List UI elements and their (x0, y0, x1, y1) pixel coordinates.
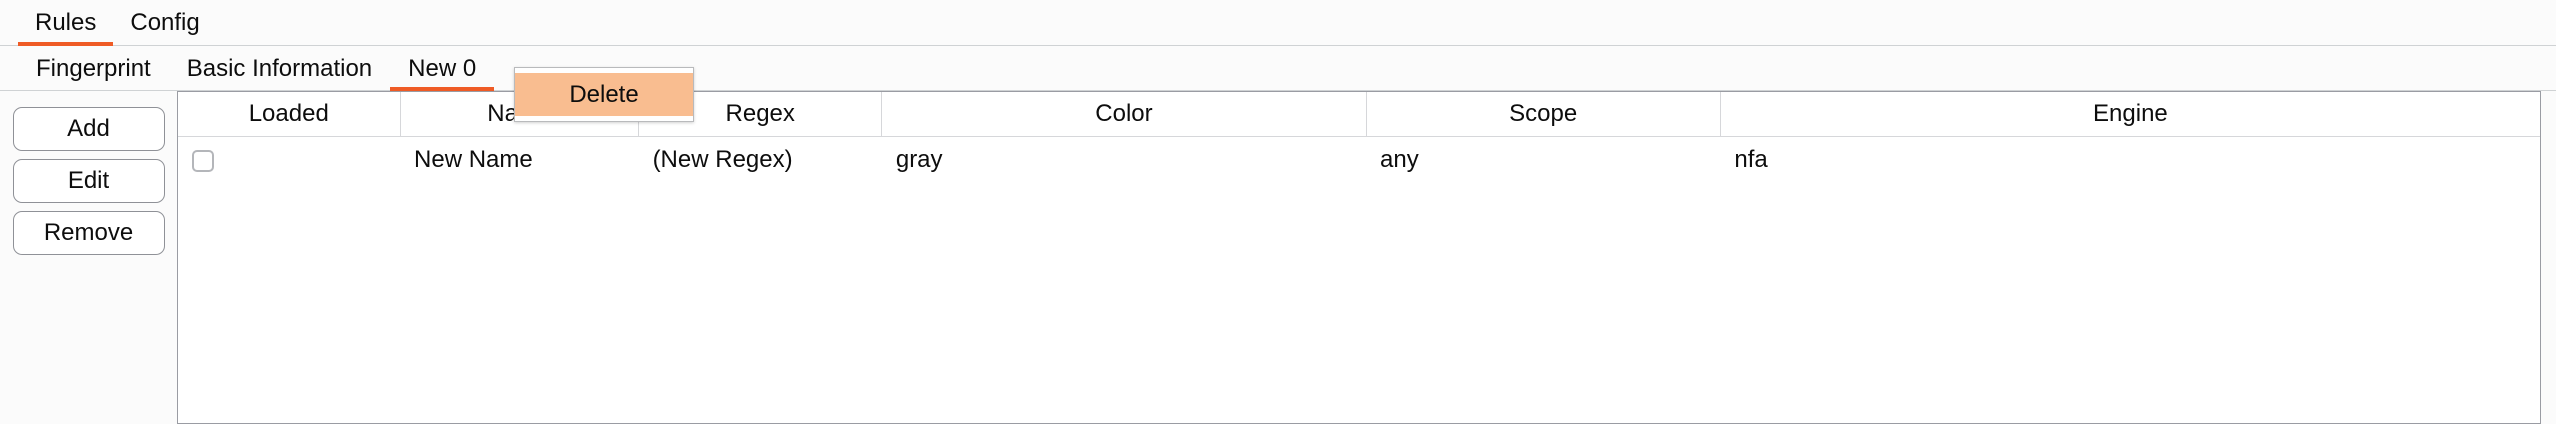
add-button[interactable]: Add (12, 107, 165, 151)
tab-new-0-label: New 0 (408, 54, 477, 82)
tab-fingerprint-label: Fingerprint (36, 54, 151, 82)
edit-button[interactable]: Edit (12, 159, 165, 203)
main-body: Add Edit Remove Loaded Name Re (0, 91, 2556, 424)
context-menu-item-delete[interactable]: Delete (515, 73, 693, 116)
column-header-color[interactable]: Color (881, 92, 1367, 137)
cell-color: gray (881, 136, 1367, 184)
tab-config[interactable]: Config (113, 0, 216, 46)
tab-config-label: Config (130, 9, 200, 36)
context-menu-item-delete-label: Delete (569, 81, 639, 108)
tab-rules[interactable]: Rules (18, 0, 114, 47)
tab-basic-information-label: Basic Information (186, 54, 373, 82)
remove-button[interactable]: Remove (12, 211, 165, 255)
cell-regex: (New Regex) (638, 136, 882, 184)
column-header-loaded[interactable]: Loaded (178, 92, 401, 137)
column-header-scope[interactable]: Scope (1366, 92, 1721, 137)
loaded-checkbox[interactable] (192, 149, 214, 172)
rules-table-container: Loaded Name Regex Color Scope Engine New… (178, 91, 2541, 424)
tab-basic-information[interactable]: Basic Information (169, 46, 390, 91)
secondary-tab-bar: Fingerprint Basic Information New 0 (0, 46, 2556, 92)
tab-fingerprint[interactable]: Fingerprint (18, 46, 169, 91)
cell-engine: nfa (1720, 136, 2540, 184)
rules-table-body: New Name (New Regex) gray any nfa (178, 136, 2540, 184)
rule-actions-panel: Add Edit Remove (0, 91, 178, 424)
cell-name: New Name (400, 136, 639, 184)
cell-scope: any (1366, 136, 1721, 184)
column-header-engine[interactable]: Engine (1720, 92, 2540, 137)
tab-context-menu: Delete (514, 67, 694, 122)
primary-tab-bar: Rules Config (0, 0, 2556, 47)
tab-rules-label: Rules (35, 9, 97, 36)
tab-new-0[interactable]: New 0 (390, 46, 495, 92)
cell-loaded (178, 136, 401, 184)
table-row[interactable]: New Name (New Regex) gray any nfa (178, 136, 2540, 184)
